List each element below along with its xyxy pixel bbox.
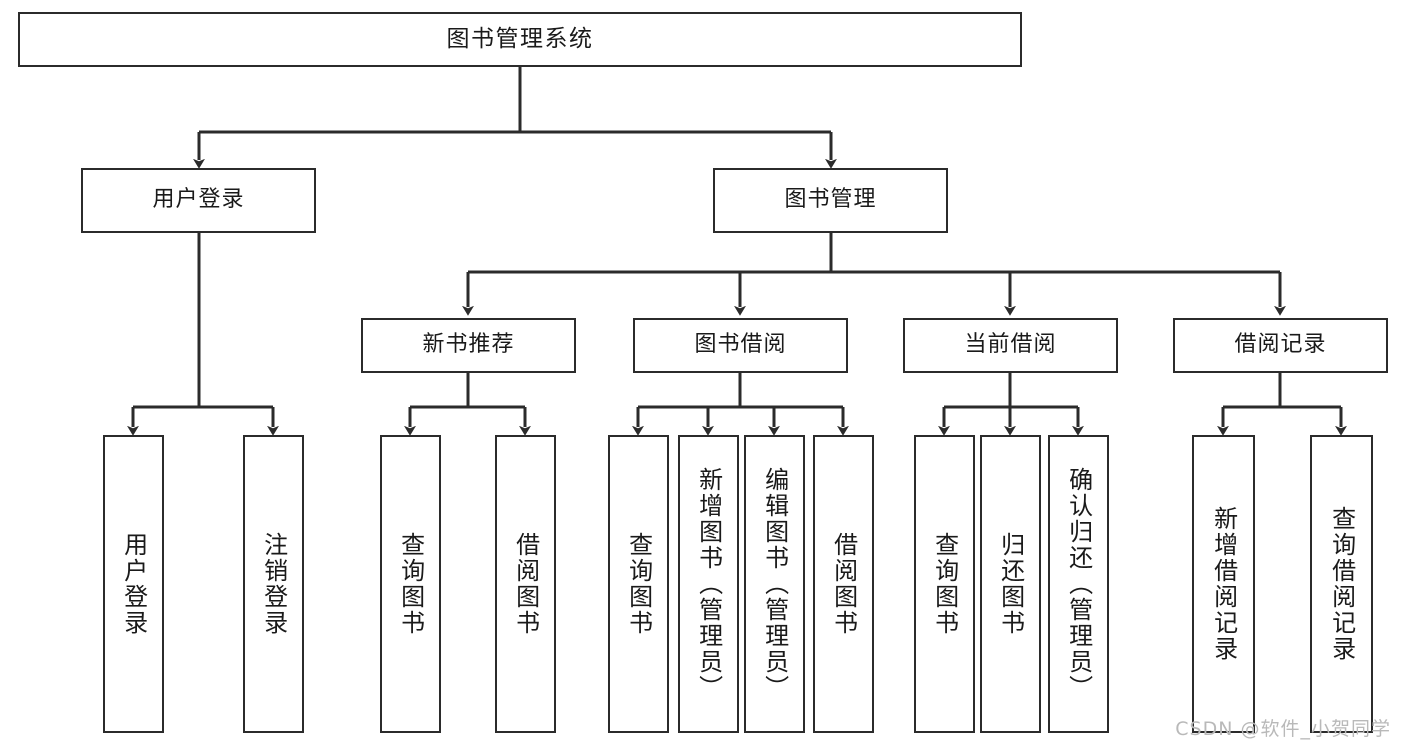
leaf-borrow-book-recommend[interactable]: 借阅图书 bbox=[495, 435, 556, 733]
leaf-user-login[interactable]: 用户登录 bbox=[103, 435, 164, 733]
node-label: 图书借阅 bbox=[694, 332, 787, 358]
node-label: 查询图书 bbox=[930, 532, 959, 636]
node-label: 归还图书 bbox=[996, 532, 1025, 636]
node-label: 借阅图书 bbox=[829, 532, 858, 636]
leaf-add-book[interactable]: 新增图书（管理员） bbox=[678, 435, 739, 733]
leaf-borrow-book[interactable]: 借阅图书 bbox=[813, 435, 874, 733]
node-label: 借阅图书 bbox=[511, 532, 540, 636]
node-label: 新书推荐 bbox=[422, 332, 515, 358]
node-book-manage[interactable]: 图书管理 bbox=[713, 168, 948, 233]
leaf-logout[interactable]: 注销登录 bbox=[243, 435, 304, 733]
leaf-edit-book[interactable]: 编辑图书（管理员） bbox=[744, 435, 805, 733]
leaf-query-book-recommend[interactable]: 查询图书 bbox=[380, 435, 441, 733]
node-label: 图书管理 bbox=[784, 187, 877, 213]
node-root-system[interactable]: 图书管理系统 bbox=[18, 12, 1022, 67]
leaf-query-borrow-record[interactable]: 查询借阅记录 bbox=[1310, 435, 1373, 733]
node-current-borrow[interactable]: 当前借阅 bbox=[903, 318, 1118, 373]
node-book-borrow[interactable]: 图书借阅 bbox=[633, 318, 848, 373]
node-new-book-recommend[interactable]: 新书推荐 bbox=[361, 318, 576, 373]
node-label: 查询图书 bbox=[624, 532, 653, 636]
leaf-query-book-current[interactable]: 查询图书 bbox=[914, 435, 975, 733]
node-borrow-record[interactable]: 借阅记录 bbox=[1173, 318, 1388, 373]
leaf-return-book[interactable]: 归还图书 bbox=[980, 435, 1041, 733]
node-label: 用户登录 bbox=[152, 187, 245, 213]
node-label: 新增图书（管理员） bbox=[694, 467, 723, 701]
leaf-add-borrow-record[interactable]: 新增借阅记录 bbox=[1192, 435, 1255, 733]
node-label: 用户登录 bbox=[119, 532, 148, 636]
leaf-query-book-borrow[interactable]: 查询图书 bbox=[608, 435, 669, 733]
node-user-login[interactable]: 用户登录 bbox=[81, 168, 316, 233]
node-label: 当前借阅 bbox=[964, 332, 1057, 358]
node-label: 查询图书 bbox=[396, 532, 425, 636]
node-label: 借阅记录 bbox=[1234, 332, 1327, 358]
node-label: 注销登录 bbox=[259, 532, 288, 636]
node-label: 新增借阅记录 bbox=[1209, 506, 1238, 662]
node-label: 确认归还（管理员） bbox=[1064, 467, 1093, 701]
leaf-confirm-return[interactable]: 确认归还（管理员） bbox=[1048, 435, 1109, 733]
node-label: 编辑图书（管理员） bbox=[760, 467, 789, 701]
node-label: 图书管理系统 bbox=[446, 25, 594, 52]
node-label: 查询借阅记录 bbox=[1327, 506, 1356, 662]
